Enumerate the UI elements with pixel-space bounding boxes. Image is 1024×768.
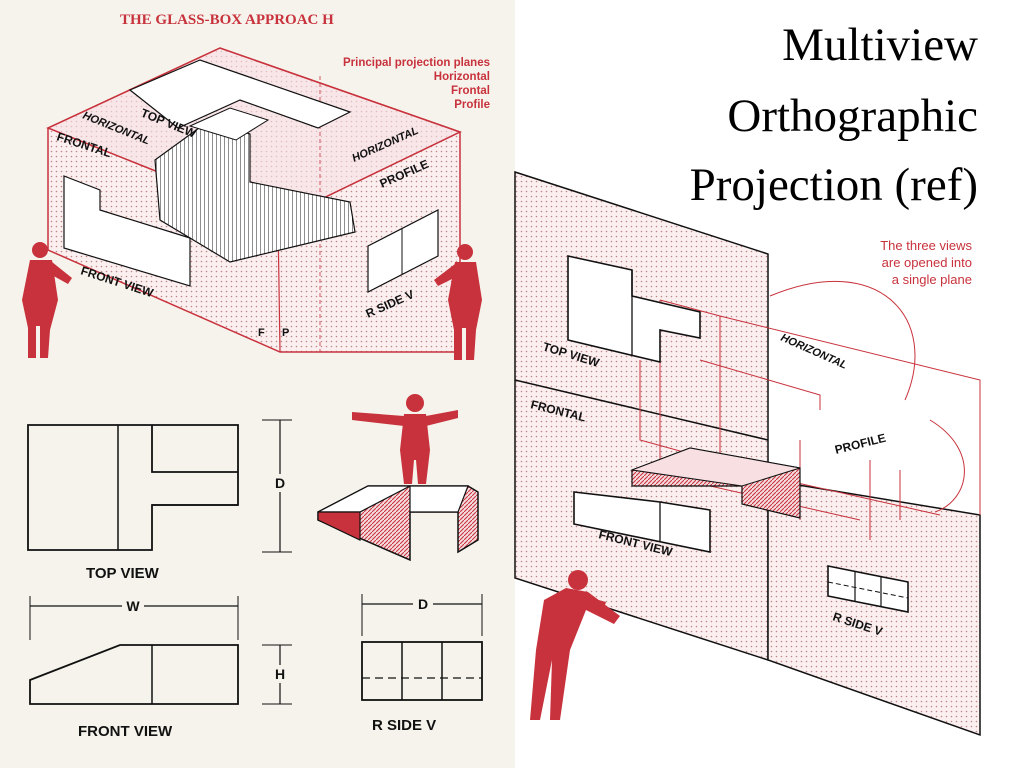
front-view-projection	[63, 175, 191, 287]
slide-title: Multiview Orthographic Projection (ref)	[690, 19, 978, 211]
fold-line	[514, 379, 769, 441]
person-figure-left	[22, 242, 72, 358]
dim-d-side-label: D	[418, 596, 428, 612]
unfolded-label-profile: PROFILE	[833, 431, 887, 457]
unfolded-side-hidden	[827, 581, 909, 599]
dim-w-gap	[122, 597, 144, 615]
dim-h-gap	[272, 665, 288, 683]
unfolded-side-view	[827, 565, 909, 613]
person-figure-right	[434, 244, 482, 360]
legend-line-1: Principal projection planes	[343, 57, 490, 69]
top-view-label: TOP VIEW	[86, 565, 160, 582]
glass-box-heading: THE GLASS-BOX APPROAC H	[120, 12, 334, 28]
object-top-face	[188, 107, 270, 141]
glass-box-illustration: THE GLASS-BOX APPROAC H Principal projec…	[22, 12, 490, 360]
person-figure-arms-out	[352, 394, 458, 484]
note-line-3: a single plane	[892, 272, 972, 287]
dim-d-side-gap	[413, 595, 433, 613]
legend-line-4: Profile	[454, 99, 490, 111]
right-side-view-label: R SIDE V	[372, 717, 436, 734]
top-view-drawing	[27, 424, 239, 551]
title-line-1: Multiview	[782, 19, 978, 71]
dim-w-label: W	[126, 598, 140, 614]
profile-plane	[767, 479, 981, 737]
legend-line-2: Horizontal	[434, 71, 490, 83]
dim-h-label: H	[275, 666, 285, 682]
glass-label-p: P	[282, 327, 289, 339]
dim-d-gap	[272, 474, 288, 492]
dim-d-top-label: D	[275, 475, 285, 491]
note-line-1: The three views	[880, 238, 972, 253]
right-side-view-drawing	[361, 641, 483, 701]
side-view-projection	[367, 209, 439, 293]
title-line-3: Projection (ref)	[690, 159, 978, 211]
unfolded-object	[630, 447, 801, 519]
glass-label-f: F	[258, 327, 265, 339]
top-view-projection	[128, 59, 352, 129]
note-line-2: are opened into	[882, 255, 972, 270]
orthographic-views: TOP VIEW D W FRONT VIEW H D R	[27, 394, 483, 740]
legend-line-3: Frontal	[451, 85, 490, 97]
title-line-2: Orthographic	[727, 90, 978, 142]
isometric-object	[317, 485, 479, 562]
person-figure-leaning	[530, 570, 620, 720]
unfolded-front-view	[573, 491, 711, 553]
projection-planes-legend: Principal projection planes Horizontal F…	[343, 57, 490, 111]
unfolded-label-horizontal: HORIZONTAL	[779, 332, 849, 372]
front-view-drawing	[29, 644, 239, 705]
front-view-label: FRONT VIEW	[78, 723, 173, 740]
unfolded-planes-illustration: The three views are opened into a single…	[514, 170, 981, 737]
